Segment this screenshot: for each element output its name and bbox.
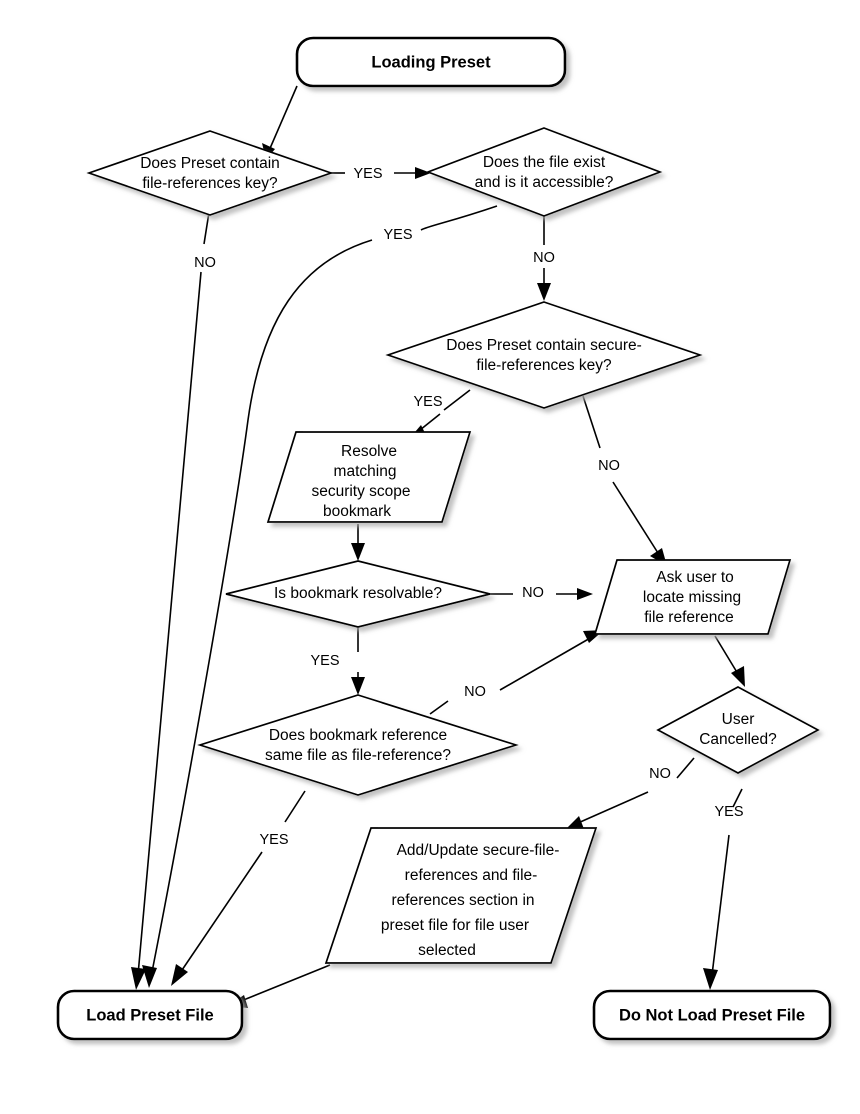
add-update-line4: preset file for file user <box>381 917 529 934</box>
node-does-preset-contain-secure-file-references-key[interactable]: Does Preset contain secure- file-referen… <box>385 301 703 409</box>
node-loading-preset[interactable]: Loading Preset <box>295 36 567 88</box>
add-update-line5: selected <box>418 942 476 959</box>
edge-label-secure-key-no: NO <box>598 458 620 474</box>
file-exists-label-line2: and is it accessible? <box>475 174 614 191</box>
edge-start-to-file-ref-key <box>262 85 298 160</box>
bookmark-resolvable-diamond <box>225 560 491 628</box>
edge-bookmark-resolvable-yes <box>351 627 365 695</box>
edge-label-file-ref-key-no: NO <box>194 255 216 271</box>
add-update-line1: Add/Update secure-file- <box>397 842 560 859</box>
edge-bookmark-resolvable-no <box>490 588 593 600</box>
load-preset-file-shape <box>56 989 244 1041</box>
bookmark-same-file-line1: Does bookmark reference <box>269 727 447 744</box>
edge-label-file-ref-key-yes: YES <box>353 166 382 182</box>
edge-resolve-to-resolvable <box>351 524 365 561</box>
node-does-bookmark-reference-same-file[interactable]: Does bookmark reference same file as fil… <box>197 694 519 796</box>
node-user-cancelled[interactable]: User Cancelled? <box>656 686 820 774</box>
edge-label-same-file-yes: YES <box>259 832 288 848</box>
do-not-load-preset-file-shape <box>592 989 832 1041</box>
edge-same-file-no <box>429 630 604 715</box>
resolve-bookmark-parallelogram <box>266 431 472 523</box>
node-load-preset-file[interactable]: Load Preset File <box>56 989 244 1041</box>
node-add-update-secure-file-references[interactable]: Add/Update secure-file- references and f… <box>324 827 598 964</box>
resolve-bookmark-line4: bookmark <box>323 503 391 520</box>
ask-user-line1: Ask user to <box>656 569 734 586</box>
resolve-bookmark-line1: Resolve <box>341 443 397 460</box>
edge-label-same-file-no: NO <box>464 684 486 700</box>
file-exists-diamond <box>425 127 663 217</box>
edge-label-user-cancelled-no: NO <box>649 766 671 782</box>
secure-file-references-key-diamond <box>385 301 703 409</box>
file-exists-label-line1: Does the file exist <box>483 154 606 171</box>
ask-user-line3: file reference <box>644 609 734 626</box>
edge-user-cancelled-no <box>566 757 695 829</box>
node-is-bookmark-resolvable[interactable]: Is bookmark resolvable? <box>225 560 491 628</box>
ask-user-line2: locate missing <box>643 589 741 606</box>
bookmark-resolvable-label: Is bookmark resolvable? <box>274 585 442 602</box>
do-not-load-preset-file-label: Do Not Load Preset File <box>619 1006 805 1024</box>
secure-key-label-line1: Does Preset contain secure- <box>446 337 642 354</box>
load-preset-file-label: Load Preset File <box>86 1006 213 1024</box>
node-layer: Loading Preset Does Preset contain file-… <box>56 36 832 1041</box>
edge-ask-user-to-cancelled <box>714 635 745 687</box>
loading-preset-shape <box>295 36 567 88</box>
bookmark-same-file-line2: same file as file-reference? <box>265 747 451 764</box>
file-references-key-label-line2: file-references key? <box>142 175 278 192</box>
edge-same-file-yes <box>171 790 306 986</box>
edge-label-file-exists-yes: YES <box>383 227 412 243</box>
add-update-parallelogram <box>324 827 598 964</box>
secure-key-label-line2: file-references key? <box>476 357 612 374</box>
edge-label-bookmark-resolvable-yes: YES <box>310 653 339 669</box>
add-update-line2: references and file- <box>405 867 538 884</box>
node-ask-user-to-locate-missing-file-reference[interactable]: Ask user to locate missing file referenc… <box>593 559 792 635</box>
loading-preset-label: Loading Preset <box>371 53 491 71</box>
node-does-file-exist-and-accessible[interactable]: Does the file exist and is it accessible… <box>425 127 663 217</box>
edge-label-file-exists-no: NO <box>533 250 555 266</box>
file-references-key-diamond <box>86 130 334 216</box>
node-resolve-matching-security-scope-bookmark[interactable]: Resolve matching security scope bookmark <box>266 431 472 523</box>
edge-user-cancelled-yes <box>703 788 743 990</box>
user-cancelled-diamond <box>656 686 820 774</box>
file-references-key-label-line1: Does Preset contain <box>140 155 280 172</box>
edge-file-exists-yes <box>142 205 498 988</box>
resolve-bookmark-line3: security scope <box>311 483 410 500</box>
edge-label-secure-key-yes: YES <box>413 394 442 410</box>
add-update-line3: references section in <box>391 892 534 909</box>
node-does-preset-contain-file-references-key[interactable]: Does Preset contain file-references key? <box>86 130 334 216</box>
bookmark-same-file-diamond <box>197 694 519 796</box>
edge-label-bookmark-resolvable-no: NO <box>522 585 544 601</box>
edge-add-update-to-load <box>228 964 331 1008</box>
edge-label-user-cancelled-yes: YES <box>714 804 743 820</box>
user-cancelled-line1: User <box>722 711 755 728</box>
user-cancelled-line2: Cancelled? <box>699 731 777 748</box>
ask-user-parallelogram <box>593 559 792 635</box>
edge-secure-key-no <box>582 395 667 566</box>
node-do-not-load-preset-file[interactable]: Do Not Load Preset File <box>592 989 832 1041</box>
edge-label-layer: YES NO YES NO YES NO NO YES NO YES NO YE… <box>194 166 743 848</box>
edge-layer <box>131 85 745 1008</box>
resolve-bookmark-line2: matching <box>334 463 397 480</box>
